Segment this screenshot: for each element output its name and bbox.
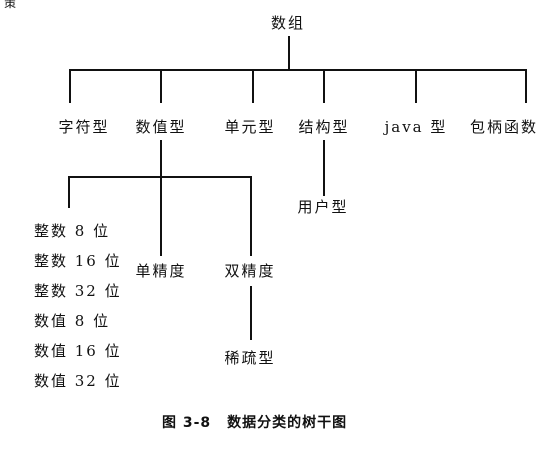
numeric-bus xyxy=(68,176,252,178)
node-numeric: 数值型 xyxy=(135,118,187,136)
integer-item: 数值 16 位 xyxy=(34,342,122,360)
node-user-type: 用户型 xyxy=(297,198,349,216)
node-double: 双精度 xyxy=(224,262,276,280)
node-struct: 结构型 xyxy=(298,118,350,136)
drop-cell xyxy=(252,69,254,103)
drop-char xyxy=(69,69,71,103)
root-stem xyxy=(288,36,290,70)
node-sparse: 稀疏型 xyxy=(224,349,276,367)
struct-stem xyxy=(323,140,325,196)
drop-double xyxy=(250,176,252,256)
integer-item: 整数 16 位 xyxy=(34,252,122,270)
node-cell: 单元型 xyxy=(224,118,276,136)
drop-handle xyxy=(525,69,527,103)
top-fragment: 策 xyxy=(4,0,17,10)
integer-item: 整数 32 位 xyxy=(34,282,122,300)
node-char: 字符型 xyxy=(58,118,110,136)
integer-item: 数值 32 位 xyxy=(34,372,122,390)
figure-caption: 图 3-8 数据分类的树干图 xyxy=(162,412,347,432)
node-handle: 包柄函数 xyxy=(469,118,539,136)
node-java: java 型 xyxy=(384,118,448,136)
node-single: 单精度 xyxy=(135,262,187,280)
integer-item: 数值 8 位 xyxy=(34,312,111,330)
drop-integer-list xyxy=(68,176,70,208)
root-node: 数组 xyxy=(270,14,306,32)
drop-numeric xyxy=(160,69,162,103)
figure-title: 数据分类的树干图 xyxy=(227,415,348,431)
numeric-stem xyxy=(160,140,162,256)
drop-struct xyxy=(323,69,325,103)
figure-number: 图 3-8 xyxy=(162,415,212,431)
drop-java xyxy=(415,69,417,103)
integer-item: 整数 8 位 xyxy=(34,222,111,240)
top-bus xyxy=(69,69,527,71)
double-stem xyxy=(250,286,252,340)
